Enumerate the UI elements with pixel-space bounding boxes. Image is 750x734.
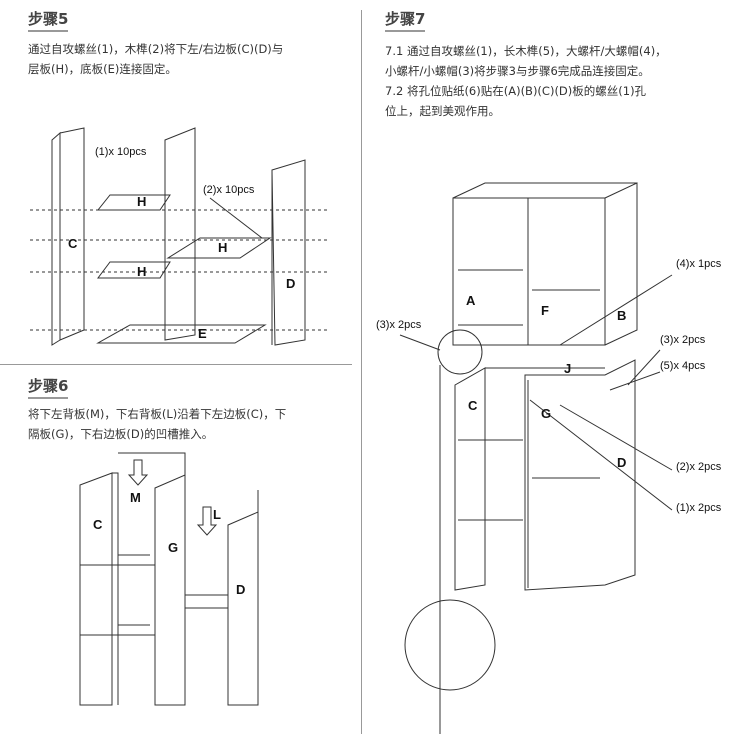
step5-text-line-1: 通过自攻螺丝(1)，木榫(2)将下左/右边板(C)(D)与 [28, 42, 284, 56]
panel-d-label: D [286, 276, 296, 291]
step7-diagram [399, 182, 673, 734]
horizontal-divider [0, 364, 352, 365]
step6-title: 步骤6 [28, 375, 69, 399]
divider-g-label: G [168, 540, 179, 555]
step6-text-line-2: 隔板(G)，下右边板(D)的凹槽推入。 [28, 427, 214, 441]
shelf-h-label: H [218, 240, 228, 255]
shelf-h-label: H [137, 194, 147, 209]
big-bolt-callout: (4)x 1pcs [676, 258, 722, 270]
step5-screw-callout: (1)x 10pcs [95, 146, 147, 158]
panel-b-label: B [617, 308, 627, 323]
screw-callout: (1)x 2pcs [676, 502, 722, 514]
panel-g-label: G [541, 406, 552, 421]
step7-text-line-1: 7.1 通过自攻螺丝(1)，长木榫(5)，大螺杆/大螺帽(4)， [385, 44, 667, 58]
panel-a-label: A [466, 293, 476, 308]
step7-text-line-2: 小螺杆/小螺帽(3)将步骤3与步骤6完成品连接固定。 [385, 64, 650, 78]
back-panel-m-label: M [130, 490, 141, 505]
bottom-e-label: E [198, 326, 207, 341]
step5-text-line-2: 层板(H)，底板(E)连接固定。 [28, 62, 177, 76]
small-bolt-right-callout: (3)x 2pcs [660, 334, 706, 346]
step7-text-line-4: 位上，起到美观作用。 [385, 104, 500, 118]
shelf-h-label: H [137, 264, 147, 279]
vertical-divider [361, 10, 362, 734]
step6-text-line-1: 将下左背板(M)，下右背板(L)沿着下左边板(C)，下 [28, 407, 287, 421]
panel-d-label: D [236, 582, 246, 597]
step5-dowel-callout: (2)x 10pcs [203, 184, 255, 196]
small-bolt-left-callout: (3)x 2pcs [376, 319, 422, 331]
step7-title: 步骤7 [385, 8, 426, 32]
step5-exploded-diagram [30, 127, 330, 346]
step7-text-line-3: 7.2 将孔位贴纸(6)贴在(A)(B)(C)(D)板的螺丝(1)孔 [385, 84, 647, 98]
panel-j-label: J [564, 361, 572, 376]
step6-diagram [79, 452, 259, 706]
back-panel-l-label: L [213, 507, 221, 522]
long-dowel-callout: (5)x 4pcs [660, 360, 706, 372]
step5-title: 步骤5 [28, 8, 69, 32]
panel-c-label: C [93, 517, 103, 532]
panel-d-label: D [617, 455, 627, 470]
dowel-callout: (2)x 2pcs [676, 461, 722, 473]
panel-c-label: C [468, 398, 478, 413]
panel-c-label: C [68, 236, 78, 251]
panel-f-label: F [541, 303, 549, 318]
